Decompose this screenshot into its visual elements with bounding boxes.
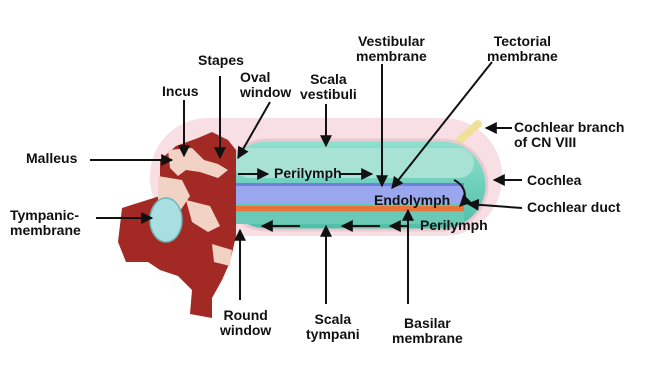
label-malleus: Malleus <box>26 151 77 166</box>
label-scala-vestibuli-line1: Scala <box>300 72 357 87</box>
label-cochlea: Cochlea <box>527 173 581 188</box>
label-cochlear-branch-line1: Cochlear branch <box>514 120 624 135</box>
label-perilymph-bottom: Perilymph <box>420 218 488 233</box>
label-vestibular-membrane: Vestibular membrane <box>356 34 427 64</box>
label-round-window: Round window <box>220 308 271 338</box>
label-tectorial-membrane: Tectorial membrane <box>487 34 558 64</box>
label-cochlear-duct: Cochlear duct <box>527 200 620 215</box>
label-tympanic-membrane-line2: membrane <box>10 223 81 238</box>
label-incus: Incus <box>162 84 199 99</box>
label-scala-tympani-line2: tympani <box>306 327 360 342</box>
label-endolymph: Endolymph <box>374 193 450 208</box>
label-tympanic-membrane-line1: Tympanic- <box>10 208 81 223</box>
label-basilar-membrane-line1: Basilar <box>392 316 463 331</box>
label-tectorial-membrane-line1: Tectorial <box>487 34 558 49</box>
label-scala-vestibuli: Scala vestibuli <box>300 72 357 102</box>
label-oval-window-line2: window <box>240 85 291 100</box>
tympanic-membrane-shape <box>150 198 182 242</box>
label-round-window-line1: Round <box>220 308 271 323</box>
label-scala-tympani: Scala tympani <box>306 312 360 342</box>
label-cochlear-branch: Cochlear branch of CN VIII <box>514 120 624 150</box>
label-tectorial-membrane-line2: membrane <box>487 49 558 64</box>
tectorial-stripe <box>234 183 464 186</box>
label-tympanic-membrane: Tympanic- membrane <box>10 208 81 238</box>
label-oval-window: Oval window <box>240 70 291 100</box>
label-round-window-line2: window <box>220 323 271 338</box>
label-basilar-membrane-line2: membrane <box>392 331 463 346</box>
label-perilymph-top: Perilymph <box>274 166 342 181</box>
label-stapes: Stapes <box>198 53 244 68</box>
label-basilar-membrane: Basilar membrane <box>392 316 463 346</box>
label-scala-tympani-line1: Scala <box>306 312 360 327</box>
label-vestibular-membrane-line2: membrane <box>356 49 427 64</box>
label-oval-window-line1: Oval <box>240 70 291 85</box>
label-vestibular-membrane-line1: Vestibular <box>356 34 427 49</box>
label-cochlear-branch-line2: of CN VIII <box>514 135 624 150</box>
label-scala-vestibuli-line2: vestibuli <box>300 87 357 102</box>
